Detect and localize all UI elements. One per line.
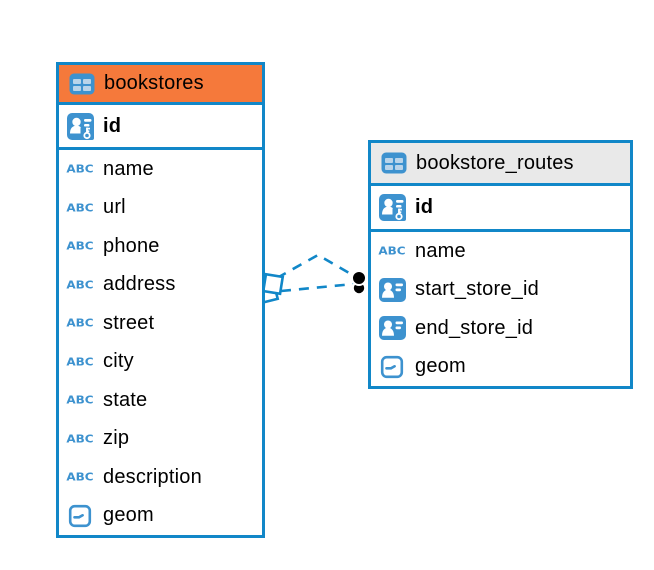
text-column-icon: ABC [66,162,94,176]
column-name: geom [103,504,154,527]
column-name: name [103,157,154,180]
text-column-icon: ABC [66,355,94,369]
column-row[interactable]: ABC zip [59,420,262,459]
column-name: geom [415,355,466,378]
column-name: id [103,114,122,137]
column-row[interactable]: ABC state [59,381,262,420]
column-row[interactable]: geom [59,497,262,536]
text-column-icon: ABC [66,470,94,484]
column-row[interactable]: ABC name [59,150,262,189]
column-row[interactable]: start_store_id [371,271,630,310]
table-icon [69,73,95,95]
column-row[interactable]: id [371,186,630,232]
text-column-icon: ABC [378,244,406,258]
geometry-column-icon [65,502,95,530]
column-name: street [103,311,155,334]
table-title: bookstore_routes [416,151,574,174]
primary-key-icon [377,194,407,222]
text-column-icon: ABC [66,316,94,330]
column-row[interactable]: end_store_id [371,309,630,348]
foreign-key-icon [377,276,407,304]
column-row[interactable]: ABC name [371,232,630,271]
column-row[interactable]: ABC address [59,266,262,305]
cardinality-dot-marker[interactable] [351,270,367,296]
column-name: zip [103,427,130,450]
relationship-line[interactable] [276,253,357,280]
column-row[interactable]: ABC street [59,304,262,343]
geometry-column-icon [377,353,407,381]
table-title: bookstores [104,72,204,94]
column-row[interactable]: ABC city [59,343,262,382]
column-row[interactable]: ABC description [59,458,262,497]
column-name: start_store_id [415,278,539,301]
entity-table-bookstores[interactable]: bookstores id ABC name ABC url ABC phone… [56,62,265,538]
column-row[interactable]: id [59,105,262,150]
text-column-icon: ABC [66,432,94,446]
column-row[interactable]: ABC phone [59,227,262,266]
column-name: phone [103,234,160,257]
column-name: description [103,465,202,488]
table-header[interactable]: bookstores [59,65,262,105]
column-row[interactable]: ABC url [59,189,262,228]
column-name: id [415,196,434,218]
column-name: city [103,350,134,373]
column-name: url [103,196,126,219]
column-name: address [103,273,176,296]
foreign-key-icon [377,314,407,342]
column-name: name [415,239,466,262]
table-icon [381,152,407,174]
column-name: end_store_id [415,316,534,339]
text-column-icon: ABC [66,278,94,292]
text-column-icon: ABC [66,201,94,215]
relationship-line[interactable] [280,282,355,293]
column-name: state [103,388,148,411]
text-column-icon: ABC [66,239,94,253]
table-header[interactable]: bookstore_routes [371,143,630,186]
text-column-icon: ABC [66,393,94,407]
primary-key-icon [65,112,95,140]
column-row[interactable]: geom [371,348,630,387]
entity-table-bookstore-routes[interactable]: bookstore_routes id ABC name start_store… [368,140,633,389]
